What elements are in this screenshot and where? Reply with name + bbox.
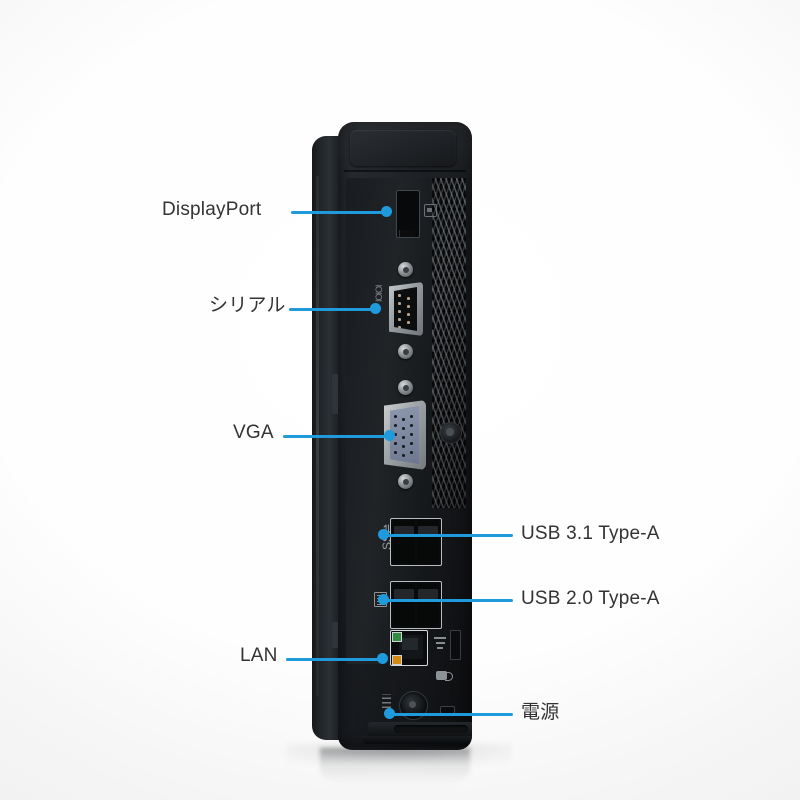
callout-label-usb-2-0: USB 2.0 Type-A xyxy=(521,588,660,609)
vga-pin xyxy=(402,427,406,431)
callout-line-power xyxy=(389,713,513,716)
callout-line-displayport xyxy=(291,211,386,214)
vga-pin xyxy=(394,433,398,437)
lan-led-green xyxy=(392,632,402,642)
callout-dot-serial xyxy=(370,303,381,314)
callout-dot-usb-2-0 xyxy=(378,594,389,605)
callout-dot-lan xyxy=(377,653,388,664)
vga-pin xyxy=(394,415,398,419)
side-panel-nub-lower xyxy=(332,622,342,648)
vga-pin xyxy=(410,451,414,455)
vga-pin xyxy=(410,433,414,437)
callout-line-lan xyxy=(286,658,382,661)
serial-screwpost-bottom xyxy=(398,344,413,359)
ventilation-grille xyxy=(432,178,466,508)
vga-pin xyxy=(394,442,398,446)
vga-pin xyxy=(410,424,414,428)
callout-dot-power xyxy=(384,708,395,719)
serial-pin xyxy=(398,318,401,321)
callout-label-power: 電源 xyxy=(521,702,560,723)
callout-line-serial xyxy=(289,308,375,311)
vga-screwpost-top xyxy=(398,380,413,395)
lan-led-amber xyxy=(392,655,402,665)
chassis-top-cap xyxy=(350,130,456,166)
callout-label-serial: シリアル xyxy=(209,295,286,316)
callout-label-vga: VGA xyxy=(233,422,274,443)
usb-3-1-port-group[interactable] xyxy=(390,518,442,566)
serial-pin xyxy=(398,310,401,313)
vga-screwpost-bottom xyxy=(398,474,413,489)
serial-port-insert xyxy=(394,287,417,331)
callout-line-usb-3-1 xyxy=(383,534,513,537)
vga-pin xyxy=(402,436,406,440)
vga-pin xyxy=(402,445,406,449)
serial-pin xyxy=(407,321,410,324)
callout-line-usb-2-0 xyxy=(383,599,513,602)
vga-pin xyxy=(394,451,398,455)
callout-label-displayport: DisplayPort xyxy=(162,199,262,220)
chassis-bottom-slot xyxy=(394,725,468,733)
serial-pin xyxy=(398,302,401,305)
displayport-port[interactable] xyxy=(396,190,420,238)
vga-pin xyxy=(410,442,414,446)
device-reflection xyxy=(320,748,470,792)
serial-pin xyxy=(407,313,410,316)
ventilation-grille-shading xyxy=(432,178,466,508)
lock-icon xyxy=(436,670,453,681)
callout-line-vga xyxy=(283,435,389,438)
serial-pin xyxy=(398,294,401,297)
serial-pin xyxy=(398,326,401,329)
usb-2-0-port-2[interactable] xyxy=(417,584,439,626)
usb-2-0-port-1[interactable] xyxy=(393,584,415,626)
side-panel-nub-upper xyxy=(332,374,342,414)
serial-pin xyxy=(407,297,410,300)
power-label-ticks xyxy=(382,694,391,708)
vga-pin xyxy=(410,415,414,419)
usb-3-1-port-1[interactable] xyxy=(393,521,415,563)
serial-port-icon: IOIOI xyxy=(374,285,384,302)
chassis-bottom-edge xyxy=(362,736,472,744)
vga-pin xyxy=(394,424,398,428)
usb-2-0-port-group[interactable] xyxy=(390,581,442,629)
thumbscrew-hole xyxy=(440,422,462,444)
serial-pin xyxy=(407,305,410,308)
chassis-top-seam xyxy=(344,170,466,172)
device-floor-shadow xyxy=(286,744,511,764)
vga-pin xyxy=(402,418,406,422)
serial-screwpost-top xyxy=(398,262,413,277)
callout-label-lan: LAN xyxy=(240,645,278,666)
lan-port-mouth xyxy=(399,635,423,659)
callout-dot-vga xyxy=(384,430,395,441)
displayport-icon xyxy=(424,204,437,217)
vga-pin xyxy=(402,454,406,458)
internal-usb-slot xyxy=(450,630,461,660)
network-icon xyxy=(434,637,446,651)
usb-3-1-port-2[interactable] xyxy=(417,521,439,563)
callout-label-usb-3-1: USB 3.1 Type-A xyxy=(521,523,660,544)
callout-dot-displayport xyxy=(381,206,392,217)
callout-dot-usb-3-1 xyxy=(378,529,389,540)
